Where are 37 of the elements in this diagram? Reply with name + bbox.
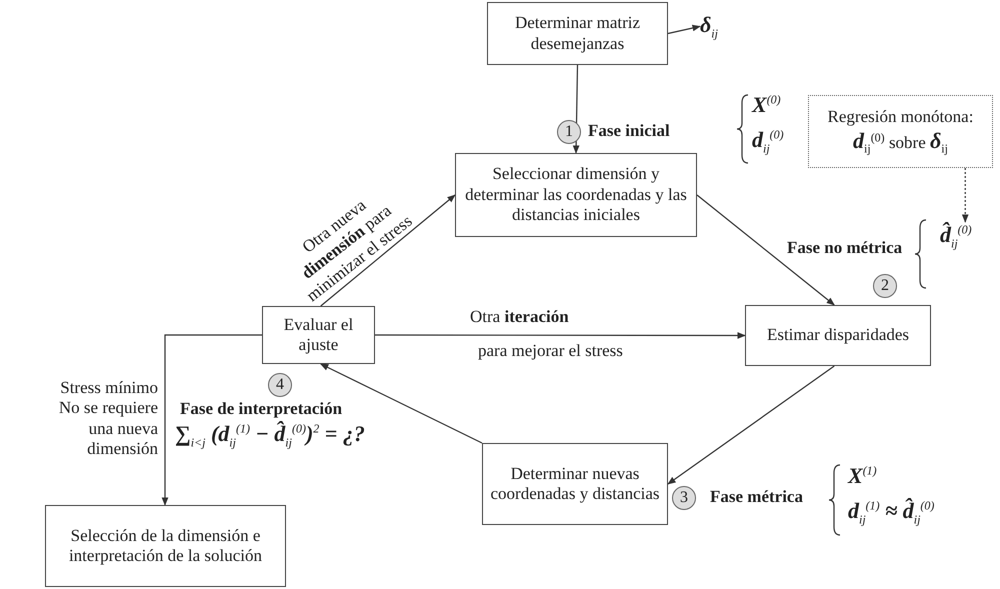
note-box	[808, 95, 993, 168]
callout-number: 1	[557, 120, 581, 144]
phase-label: Fase de interpretación	[180, 399, 342, 420]
dotted-arrow	[962, 168, 969, 223]
arrow	[696, 194, 835, 306]
process-box	[745, 305, 931, 366]
arrow	[572, 64, 580, 154]
formula: X$^{(0)}$	[752, 92, 781, 118]
process-box	[262, 306, 375, 364]
process-box	[487, 2, 668, 65]
box-label: Determinar matriz desemejanzas	[514, 13, 642, 54]
box-label: Seleccionar dimensión y determinar las coordenadas y las distancias iniciales	[464, 164, 688, 226]
arrow	[320, 363, 482, 444]
box-label: Determinar nuevas coordenadas y distancias	[490, 464, 660, 504]
process-box	[482, 443, 668, 525]
note-text: para mejorar el stress	[478, 341, 623, 362]
arrow	[375, 332, 746, 339]
arrow	[320, 194, 456, 306]
callout-number: 3	[672, 486, 696, 510]
box-label: Evaluar el ajuste	[282, 314, 354, 356]
phase-label: Fase no métrica	[787, 238, 902, 258]
box-label: Estimar disparidades	[766, 325, 910, 346]
arrow	[668, 24, 701, 34]
process-box	[455, 153, 697, 237]
callout-number: 2	[873, 274, 897, 298]
phase-label: Fase métrica	[710, 487, 803, 508]
formula: X$^{(1)}$	[848, 463, 877, 490]
formula: d$_{ij}$$^{(0)}$ sobre δ$_{ij}$	[853, 128, 948, 156]
arrow	[162, 334, 262, 506]
math-symbol: δ$_{ij}$	[700, 12, 718, 41]
callout-number: 4	[268, 373, 292, 397]
formula: ∑$_{i<j}$ (d$_{ij}$$^{(1)}$ − d̂$_{ij}$$^{(0)}$)$^{2}$ = ¿?	[175, 421, 365, 450]
box-label: Regresión monótona:	[828, 107, 974, 128]
arrow	[667, 366, 835, 484]
box-label: Selección de la dimensión e interpretación de la solución	[68, 526, 264, 566]
process-box	[45, 505, 286, 587]
phase-label: Fase inicial	[588, 121, 670, 142]
